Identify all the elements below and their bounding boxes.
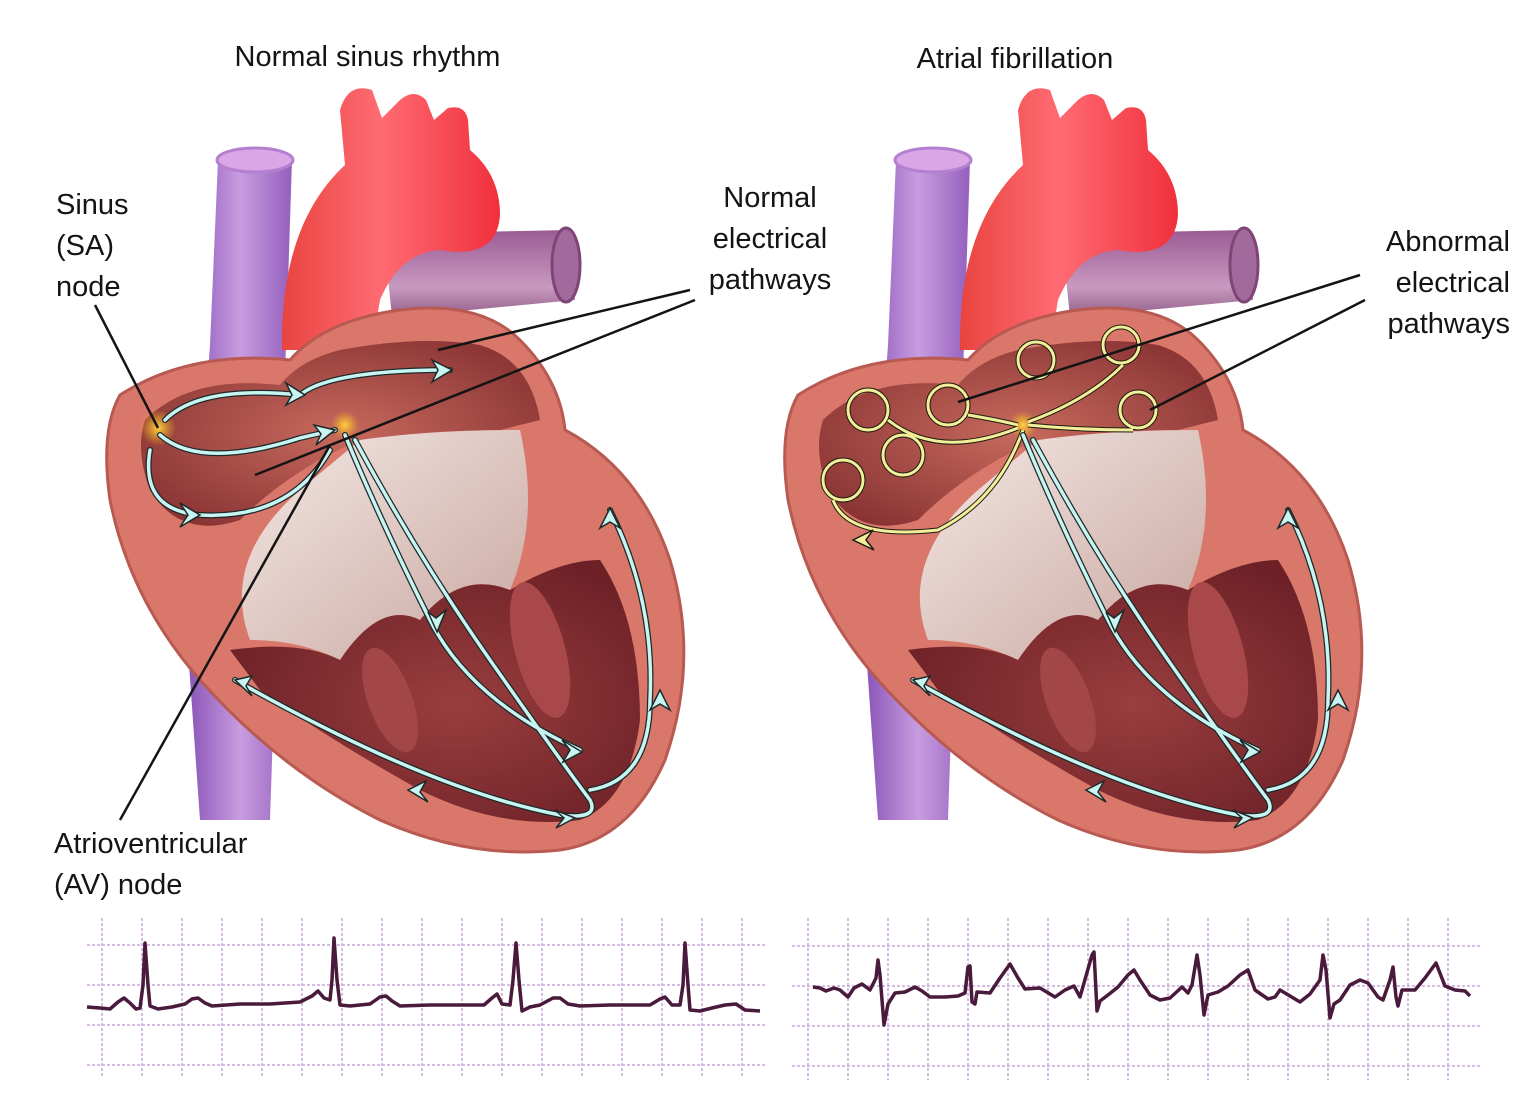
- ecg-normal-sinus-strip: [86, 918, 765, 1078]
- ecg-grid-left: [87, 918, 765, 1078]
- heart-normal-sinus: [105, 88, 686, 854]
- ecg-trace-normal: [86, 936, 761, 1013]
- ecg-atrial-fibrillation-strip: [792, 918, 1480, 1080]
- label-normal-electrical-pathways: Normal electrical pathways: [708, 182, 832, 296]
- title-atrial-fibrillation: Atrial fibrillation: [916, 43, 1114, 75]
- label-sa-node: Sinus (SA) node: [56, 189, 129, 303]
- ecg-grid-right: [792, 918, 1480, 1080]
- heart-atrial-fibrillation: [783, 88, 1364, 854]
- leader-lines-right: [957, 273, 1366, 412]
- title-normal-sinus-rhythm: Normal sinus rhythm: [234, 41, 501, 73]
- label-abnormal-electrical-pathways: Abnormal electrical pathways: [1385, 226, 1510, 340]
- av-node-marker: [331, 411, 359, 439]
- valve-tissue: [241, 430, 528, 660]
- ecg-trace-afib: [812, 950, 1472, 1027]
- aorta: [281, 88, 500, 350]
- leader-lines-left: [93, 288, 696, 821]
- label-av-node: Atrioventricular (AV) node: [54, 828, 248, 901]
